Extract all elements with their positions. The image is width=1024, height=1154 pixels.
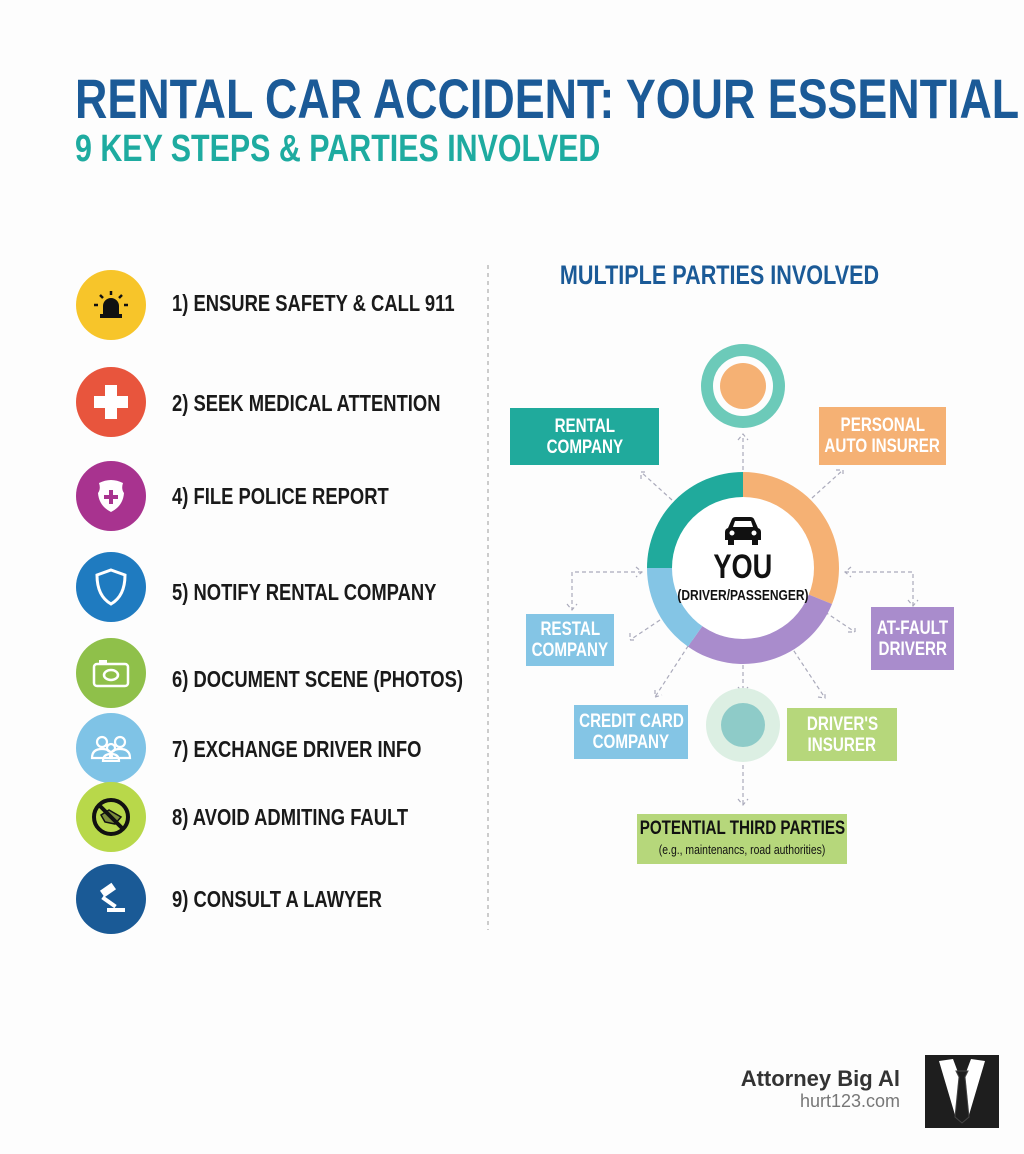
top-ring-node — [701, 344, 785, 428]
people-icon — [76, 713, 146, 783]
page-title: RENTAL CAR ACCIDENT: YOUR ESSENTIAL GUID… — [75, 67, 1024, 130]
police-badge-icon — [76, 461, 146, 531]
step-4-label: 4) FILE POLICE REPORT — [172, 483, 389, 509]
step-6-label: 6) DOCUMENT SCENE (PHOTOS) — [172, 666, 464, 692]
step-7-label: 7) EXCHANGE DRIVER INFO — [172, 736, 422, 762]
parties-title: MULTIPLE PARTIES INVOLVED — [560, 260, 880, 290]
step-1-label: 1) ENSURE SAFETY & CALL 911 — [172, 290, 455, 316]
center-you-label: YOU — [713, 548, 773, 586]
page-subtitle: 9 KEY STEPS & PARTIES INVOLVED — [75, 128, 601, 170]
no-handshake-icon — [76, 782, 146, 852]
party-potential-third-parties: POTENTIAL THIRD PARTIES(e.g., maintenanc… — [637, 814, 847, 864]
center-sublabel: (DRIVER/PASSENGER) — [677, 587, 809, 604]
step-5-label: 5) NOTIFY RENTAL COMPANY — [172, 579, 437, 605]
step-8-label: 8) AVOID ADMITING FAULT — [172, 804, 409, 830]
step-2-label: 2) SEEK MEDICAL ATTENTION — [172, 390, 441, 416]
footer-website: hurt123.com — [799, 1091, 900, 1111]
gavel-icon — [76, 864, 146, 934]
step-9-label: 9) CONSULT A LAWYER — [172, 886, 382, 912]
suit-tie-icon — [925, 1055, 999, 1128]
footer-brand-name: Attorney Big Al — [740, 1066, 900, 1091]
medical-cross-icon — [76, 367, 146, 437]
bottom-ring-core — [721, 703, 765, 747]
top-ring-core — [720, 363, 766, 409]
camera-icon — [76, 638, 146, 708]
car-icon — [725, 517, 761, 545]
siren-icon — [76, 270, 146, 340]
shield-icon — [76, 552, 146, 622]
